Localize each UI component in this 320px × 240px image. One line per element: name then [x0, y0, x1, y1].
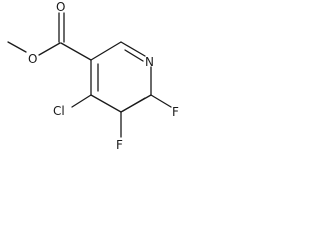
bond-ring-c2-n — [120, 41, 146, 57]
bond-ring-c6-c5-inner — [122, 97, 146, 112]
ring-nitrogen-label: N — [145, 55, 154, 69]
fluorine-label-lower: F — [116, 138, 123, 152]
ester-oxygen-label: O — [28, 52, 37, 66]
bond-c6-fluorine — [150, 94, 172, 108]
bond-c4-chlorine — [71, 94, 92, 108]
bond-ring-c2-n-inner — [124, 49, 144, 62]
bond-methyl-oxygen — [7, 41, 27, 53]
bond-ring-c3-c2 — [90, 41, 122, 61]
fluorine-label: F — [172, 105, 179, 119]
bond-carbonyl-ring — [60, 42, 92, 61]
chlorine-label: Cl — [53, 104, 65, 118]
bond-oxygen-carbonyl-carbon — [38, 42, 61, 56]
molecule-structure: O O N F F Cl — [7, 0, 179, 152]
carbonyl-oxygen-label: O — [56, 0, 65, 14]
bond-ring-c5-c4 — [90, 94, 122, 113]
